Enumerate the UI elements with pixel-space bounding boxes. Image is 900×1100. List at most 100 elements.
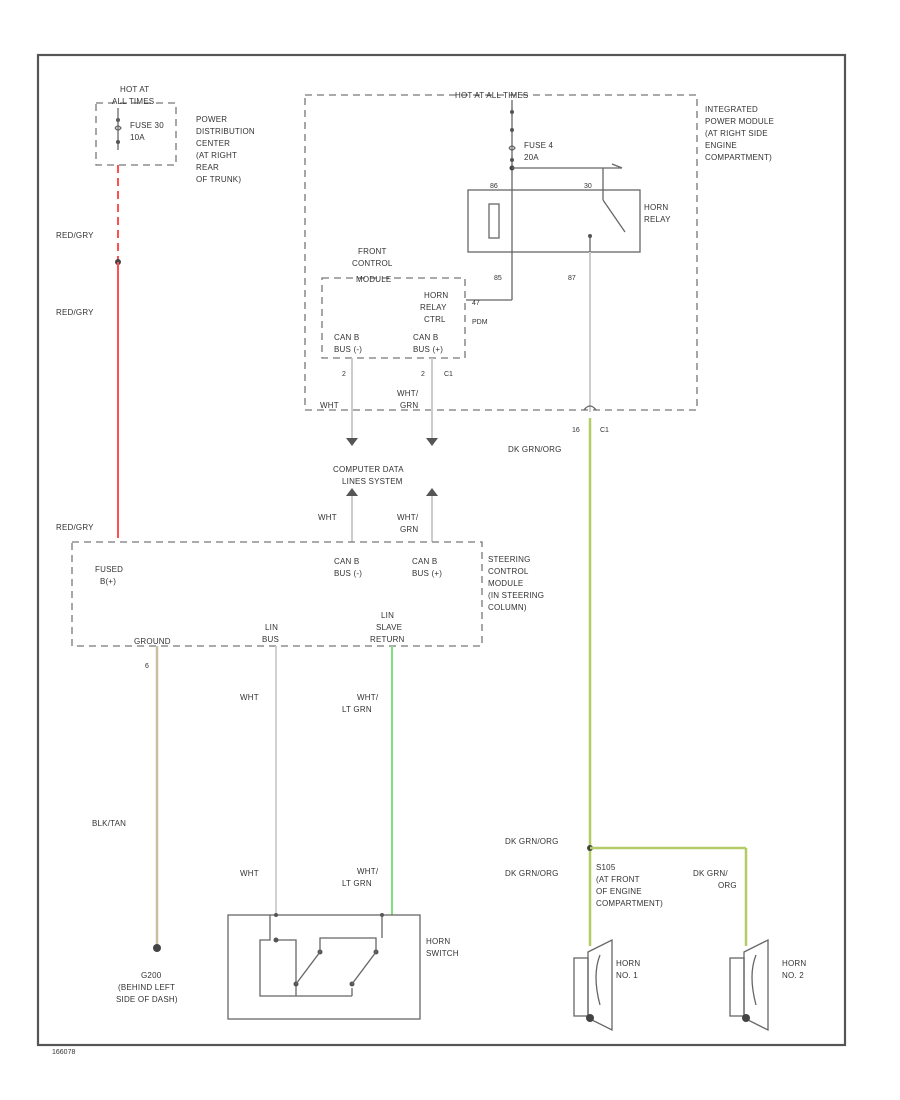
fcm-label-1: FRONT [358,247,387,256]
fuse-4-amp: 20A [524,153,539,162]
fuse-4-terminal-1 [510,110,514,114]
horn-relay-box [467,189,641,253]
horn-1-symbol [573,938,613,1032]
scm-label-1: STEERING [488,555,531,564]
s105-label-2: (AT FRONT [596,875,640,884]
pdc-label-1: POWER [196,115,227,124]
cdl-arrow-1 [346,438,358,446]
horn-relay-label-1: HORN [644,203,668,212]
g200-label-2: (BEHIND LEFT [118,983,175,992]
cdl-label-2: LINES SYSTEM [342,477,403,486]
cdl-arrow-2 [426,438,438,446]
scm-canb-plus-2: BUS (+) [412,569,442,578]
g200-ground [153,944,161,952]
fcm-wht-grn-label: WHT/ [397,389,419,398]
horn-1-label-1: HORN [616,959,640,968]
pdc-hot-label-2: ALL TIMES [112,97,154,106]
fuse-30-symbol [114,125,122,131]
horn-relay-coil [488,203,500,239]
diagram-frame [36,53,847,1047]
fcm-wht-grn-label-2: GRN [400,401,418,410]
pin-16-label: 16 [572,427,580,434]
fuse-30-terminal-bottom [116,140,120,144]
power-distribution-center-box [95,102,177,166]
fcm-c1-label: C1 [444,371,453,378]
horn-relay-ctrl-1: HORN [424,291,448,300]
cdl-arrow-4 [426,488,438,496]
lin-bus-label-1: LIN [265,623,278,632]
pin-85-label: 85 [494,275,502,282]
steering-control-module-box [71,541,483,647]
s105-label-4: COMPARTMENT) [596,899,663,908]
fuse-30-amp: 10A [130,133,145,142]
wht-label-4: WHT [240,869,259,878]
pdc-label-3: CENTER [196,139,230,148]
fuse-4-symbol [508,145,516,151]
relay-switch-node [588,234,592,238]
horn-relay-ctrl-2: RELAY [420,303,447,312]
ipm-label-3: (AT RIGHT SIDE [705,129,768,138]
fuse-30-label: FUSE 30 [130,121,164,130]
fuse-4-terminal-2 [510,128,514,132]
g200-label-3: SIDE OF DASH) [116,995,178,1004]
pdm-label: PDM [472,319,488,326]
scm-label-5: COLUMN) [488,603,527,612]
pdc-label-6: OF TRUNK) [196,175,241,184]
scm-wht-grn-label-2: GRN [400,525,418,534]
pin-47-label: 47 [472,300,480,307]
scm-canb-minus-2: BUS (-) [334,569,362,578]
horn-switch-box [227,914,421,1020]
pdc-hot-label: HOT AT [120,85,149,94]
s105-label-1: S105 [596,863,616,872]
horn-2-label-2: NO. 2 [782,971,804,980]
scm-wht-label: WHT [318,513,337,522]
fcm-pin-2a: 2 [342,371,346,378]
scm-canb-plus-1: CAN B [412,557,437,566]
dk-grn-org-label-2: DK GRN/ORG [505,837,559,846]
connector-c1-16 [583,405,597,411]
scm-label-3: MODULE [488,579,523,588]
pdc-label-2: DISTRIBUTION [196,127,255,136]
horn-relay-label-2: RELAY [644,215,671,224]
fuse-4-branch-arrow [611,163,623,169]
pin-6-label: 6 [145,663,149,670]
pin-86-label: 86 [490,183,498,190]
dk-grn-org-label-3: DK GRN/ORG [505,869,559,878]
lin-slave-label-3: RETURN [370,635,405,644]
horn-2-symbol [729,938,769,1032]
cdl-arrow-3 [346,488,358,496]
dk-grn-org-label-4a: DK GRN/ [693,869,728,878]
dk-grn-org-label-4b: ORG [718,881,737,890]
fused-label-1: FUSED [95,565,123,574]
horn-1-label-2: NO. 1 [616,971,638,980]
fcm-canb-minus-1: CAN B [334,333,359,342]
integrated-power-module-box [304,94,698,411]
cdl-label-1: COMPUTER DATA [333,465,404,474]
ground-label: GROUND [134,637,171,646]
fuse-4-label: FUSE 4 [524,141,554,150]
pdc-label-5: REAR [196,163,219,172]
fcm-canb-plus-2: BUS (+) [413,345,443,354]
fcm-canb-plus-1: CAN B [413,333,438,342]
wht-lt-grn-label-2b: LT GRN [342,879,372,888]
fcm-wht-label: WHT [320,401,339,410]
dk-grn-org-label-1: DK GRN/ORG [508,445,562,454]
switch-terminal-1 [274,913,278,917]
front-control-module-box [321,277,466,359]
horn-switch-label-2: SWITCH [426,949,459,958]
ipm-label-2: POWER MODULE [705,117,774,126]
ipm-label-4: ENGINE [705,141,737,150]
scm-label-2: CONTROL [488,567,529,576]
pin-30-label: 30 [584,183,592,190]
pdc-label-4: (AT RIGHT [196,151,237,160]
horn-relay-ctrl-3: CTRL [424,315,446,324]
fuse-4-terminal-3 [510,158,514,162]
ipm-label-5: COMPARTMENT) [705,153,772,162]
fcm-canb-minus-2: BUS (-) [334,345,362,354]
g200-label-1: G200 [141,971,162,980]
switch-node-a [273,937,279,943]
switch-internal-wiring [259,915,353,997]
scm-label-4: (IN STEERING [488,591,544,600]
